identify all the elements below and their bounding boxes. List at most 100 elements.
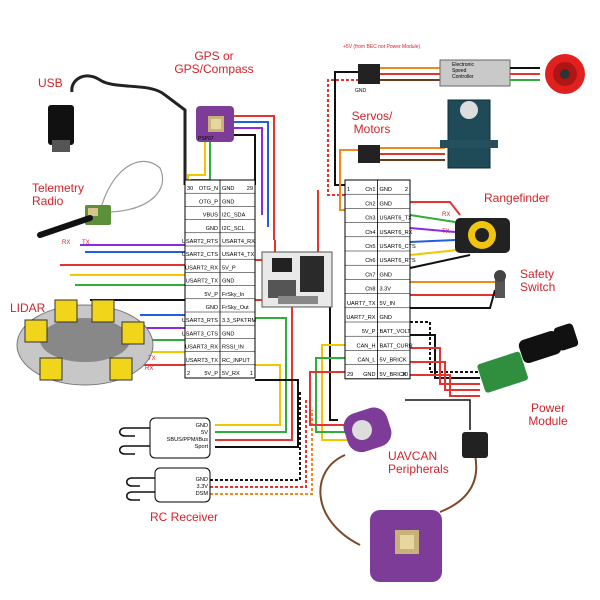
wire: [215, 379, 299, 448]
right-header-pin-right: 5V_BRICK: [380, 372, 407, 378]
esc-gnd-label: GND: [355, 88, 367, 94]
left-header-pin-right: RC_INPUT: [222, 358, 251, 364]
wire: [315, 357, 355, 433]
wire: [329, 300, 338, 421]
lidar-label: LIDAR: [10, 301, 46, 315]
lidar-rx-label: RX: [145, 366, 153, 372]
left-header-pin-right: FrSky_Out: [222, 305, 249, 311]
rc1-sport: Sport: [195, 444, 209, 450]
usb-connector: [48, 105, 74, 152]
right-header-pin-left: Ch1: [365, 187, 375, 193]
right-header-pin-right: USART6_RTS: [380, 258, 416, 264]
right-header-pin-right: 3.3V: [380, 287, 392, 293]
right-header-pin-left: Ch5: [365, 244, 375, 250]
rc2-3v3: 3.3V: [196, 484, 208, 490]
right-header-corner: 2: [405, 187, 408, 193]
left-header-pin-left: USART3_RX: [185, 345, 218, 351]
right-header-pin-left: Ch6: [365, 258, 375, 264]
left-header-corner: 1: [250, 371, 253, 377]
right-header-pin-left: Ch4: [365, 230, 375, 236]
usb-label: USB: [38, 76, 63, 90]
right-header-pin-left: Ch2: [365, 201, 375, 207]
esc-note: +5V (from BEC not Power Module): [343, 44, 420, 50]
telemetry-tx-label: TX: [82, 240, 90, 246]
left-header-corner: 29: [247, 186, 253, 192]
wire: [410, 289, 496, 309]
left-header-pin-left: USART3_TX: [186, 358, 218, 364]
servos-motors-label: Servos/Motors: [352, 109, 393, 136]
safety-switch: [494, 270, 506, 298]
right-header-corner: 1: [347, 187, 350, 193]
rc-receiver-label: RC Receiver: [150, 510, 218, 524]
right-header-pin-right: BATT_CURR: [380, 343, 413, 349]
rc1-sbus: SBUS/PPM/iBus: [167, 437, 209, 443]
wire: [410, 334, 480, 379]
wire: [410, 201, 461, 216]
gps-module-text: PSP07: [198, 136, 214, 142]
wire: [232, 115, 275, 240]
right-header-pin-right: USART6_CTS: [380, 244, 417, 250]
esc-and-motor: +5V (from BEC not Power Module) GND Elec…: [343, 44, 585, 94]
right-header-pin-right: 5V_IN: [380, 301, 396, 307]
left-header-pin-left: USART2_RX: [185, 265, 218, 271]
right-header-pin-right: USART6_RX: [380, 230, 413, 236]
rangefinder-tx-label: TX: [442, 229, 450, 235]
lidar-tx-label: TX: [148, 356, 156, 362]
left-header-pin-right: GND: [222, 199, 234, 205]
wire: [410, 347, 480, 385]
telemetry-rx-label: RX: [62, 240, 70, 246]
wire: [409, 254, 471, 269]
right-header-pin-right: GND: [380, 187, 392, 193]
right-header-pin-left: 5V_P: [362, 329, 376, 335]
left-header-corner: 2: [187, 371, 190, 377]
right-header-pin-left: Ch3: [365, 216, 375, 222]
left-header-pin-left: USART2_CTS: [182, 252, 219, 258]
wire: [210, 410, 313, 495]
rangefinder-label: Rangefinder: [484, 191, 549, 205]
right-header-pin-left: CAN_H: [357, 343, 376, 349]
left-header-pin-right: 5V_RX: [222, 371, 240, 377]
right-header-corner: 29: [347, 372, 353, 378]
lidar-sensor: TX RX: [16, 299, 156, 386]
left-header-pin-right: I2C_SDA: [222, 213, 246, 219]
left-header-pin-left: GND: [206, 226, 218, 232]
right-header-pin-right: GND: [380, 272, 392, 278]
wire: [409, 214, 456, 223]
wire: [210, 390, 301, 481]
left-header-pin-left: OTG_P: [199, 199, 218, 205]
right-header-pin-left: UART7_RX: [346, 315, 375, 321]
left-header-pin-left: USART3_CTS: [182, 331, 219, 337]
left-header-pin-left: OTG_N: [199, 186, 218, 192]
left-header-pin-left: VBUS: [203, 213, 219, 219]
flight-controller-board: [261, 251, 333, 308]
left-header-pin-right: 5V_P: [222, 265, 236, 271]
rc-receiver-2: GND 3.3V DSM: [126, 467, 211, 503]
right-header-pin-left: Ch8: [365, 287, 375, 293]
rangefinder-rx-label: RX: [442, 212, 450, 218]
left-header-pin-left: USART3_RTS: [182, 318, 218, 324]
telemetry-radio: RX TX: [37, 160, 164, 246]
right-header-pin-left: CAN_L: [357, 358, 375, 364]
wire: [410, 374, 480, 397]
wire: [215, 364, 281, 426]
left-header-corner: 30: [187, 186, 193, 192]
right-header-pin-right: BATT_VOLT: [380, 329, 412, 335]
right-header-corner: 30: [402, 372, 408, 378]
left-header-pin-right: GND: [222, 331, 234, 337]
rc1-gnd: GND: [196, 423, 208, 429]
left-header-pin-left: 5V_P: [204, 292, 218, 298]
left-header-pin-left: USART2_RTS: [182, 239, 218, 245]
power-module: [477, 323, 579, 393]
left-header-pin-right: I2C_SCL: [222, 226, 245, 232]
right-header-pin-right: 5V_BRICK: [380, 358, 407, 364]
right-header-pin-left: Ch7: [365, 272, 375, 278]
left-header-pin-right: RSSI_IN: [222, 345, 244, 351]
right-header-pin-right: GND: [380, 315, 392, 321]
gps-module: PSP07: [196, 106, 234, 142]
